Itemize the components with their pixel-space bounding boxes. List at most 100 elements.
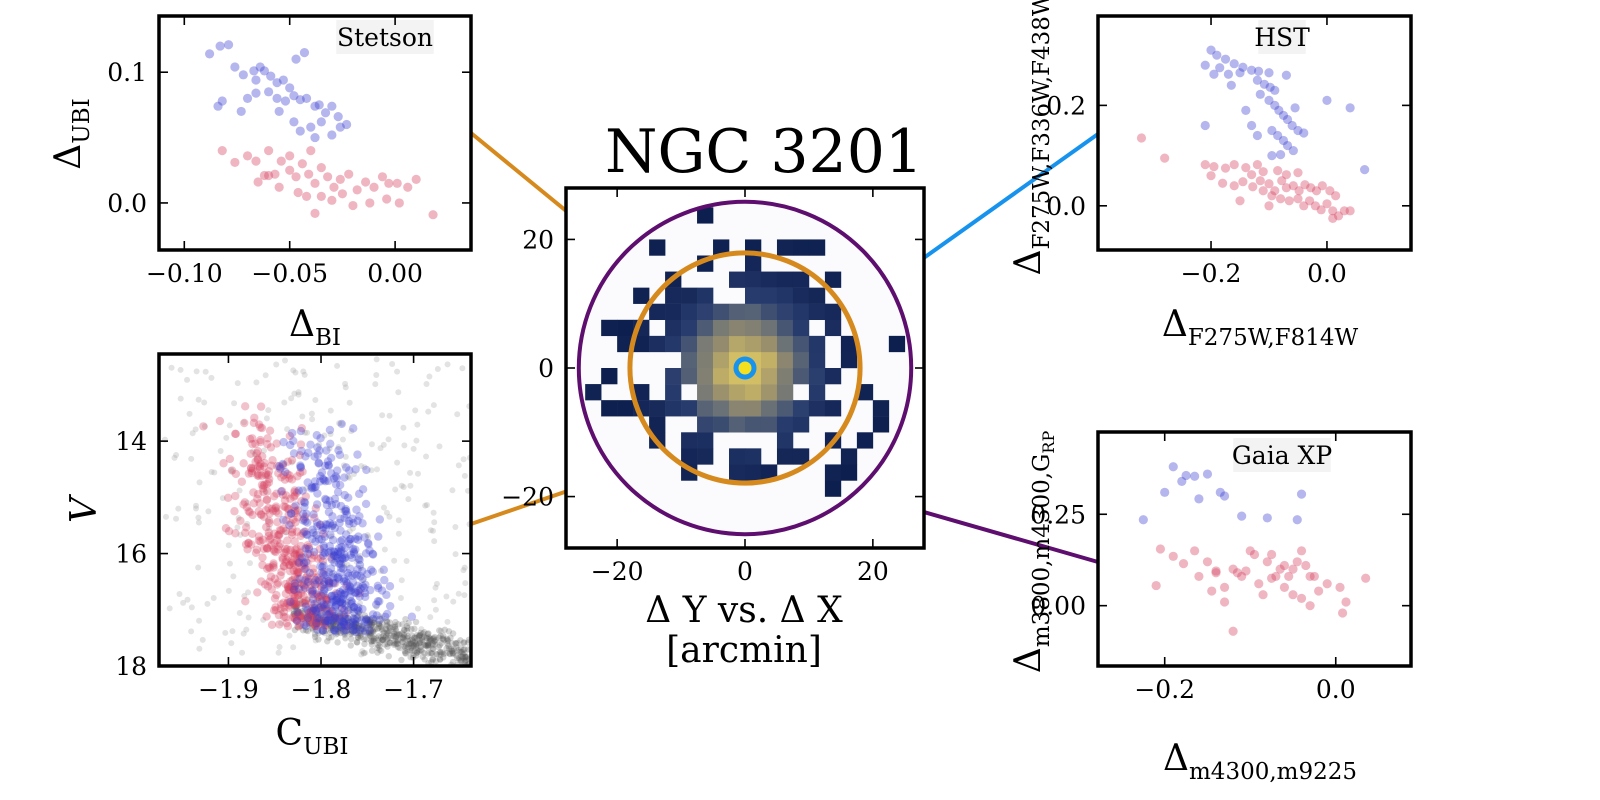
cmd-grey-point <box>460 646 467 654</box>
cmd-grey-point <box>327 622 335 629</box>
cmd-grey-point <box>310 606 317 613</box>
cmd-first-gen-point <box>258 484 268 493</box>
cmd-second-gen-point <box>339 618 349 627</box>
hst-label: HST <box>1254 23 1310 52</box>
cmd-first-gen-point <box>301 573 311 582</box>
cmd-second-gen-point <box>337 616 347 626</box>
map-heatmap-cell <box>681 368 698 385</box>
cmd-field-point <box>360 576 367 583</box>
cmd-grey-point <box>446 650 453 657</box>
cmd-second-gen-point <box>325 541 334 551</box>
cmd-grey-point <box>327 624 335 632</box>
cmd-first-gen-point <box>309 614 318 623</box>
cmd-field-point <box>230 573 237 580</box>
cmd-grey-point <box>310 611 318 618</box>
cmd-field-point <box>225 542 232 549</box>
cmd-grey-point <box>436 642 443 649</box>
cmd-field-point <box>356 583 363 590</box>
map-heatmap-cell <box>633 335 650 353</box>
cmd-grey-point <box>419 636 426 643</box>
cmd-field-point <box>211 469 218 476</box>
cmd-grey-point <box>366 620 374 627</box>
stetson-point <box>213 101 223 111</box>
hst-point <box>1264 68 1274 78</box>
cmd-first-gen-point <box>295 551 305 560</box>
cmd-grey-point <box>315 613 322 621</box>
map-ytick-label: 0 <box>538 354 554 383</box>
cmd-grey-point <box>365 621 373 629</box>
cmd-grey-point <box>404 624 411 632</box>
cmd-grey-point <box>314 619 322 626</box>
cmd-first-gen-point <box>281 516 291 525</box>
cmd-grey-point <box>389 623 397 631</box>
cmd-field-point <box>432 606 439 613</box>
cmd-grey-point <box>445 645 453 652</box>
cmd-grey-point <box>363 616 371 624</box>
cmd-second-gen-point <box>356 584 365 594</box>
cmd-grey-point <box>432 636 440 644</box>
cmd-field-point <box>394 368 401 375</box>
cmd-field-point <box>368 467 375 474</box>
gaia-point <box>1138 515 1148 525</box>
cmd-field-point <box>291 390 298 397</box>
cmd-first-gen-point <box>258 452 267 461</box>
hst-point <box>1275 194 1286 204</box>
cmd-second-gen-point <box>353 516 362 526</box>
cmd-grey-point <box>369 627 377 635</box>
stetson-xlabel: ΔBI <box>289 304 341 351</box>
cmd-second-gen-point <box>346 599 356 609</box>
cmd-grey-point <box>426 637 434 644</box>
cmd-first-gen-point <box>269 606 279 615</box>
cmd-grey-point <box>398 656 405 664</box>
cmd-first-gen-point <box>294 558 304 567</box>
cmd-second-gen-point <box>340 588 350 598</box>
cmd-first-gen-point <box>308 606 317 615</box>
cmd-first-gen-point <box>257 480 267 490</box>
cmd-second-gen-point <box>331 627 340 636</box>
stetson-point <box>230 157 240 168</box>
cmd-field-point <box>373 603 380 610</box>
cmd-first-gen-point <box>236 516 245 526</box>
cmd-grey-point <box>323 617 331 624</box>
map-heatmap-cell <box>776 287 794 304</box>
cmd-first-gen-point <box>264 562 273 572</box>
cmd-field-point <box>426 373 433 380</box>
cmd-grey-point <box>387 634 395 642</box>
cmd-grey-point <box>360 649 367 657</box>
cmd-second-gen-point <box>313 489 322 498</box>
cmd-first-gen-point <box>291 587 301 596</box>
cmd-field-point <box>348 428 355 435</box>
stetson-frame <box>157 14 473 252</box>
stetson-point <box>280 96 291 106</box>
cmd-second-gen-point <box>326 453 336 463</box>
cmd-grey-point <box>345 604 353 612</box>
cmd-first-gen-point <box>290 508 300 518</box>
cmd-grey-point <box>406 637 414 644</box>
cmd-second-gen-point <box>324 582 334 592</box>
map-heatmap-cell <box>776 400 794 417</box>
cmd-second-gen-point <box>298 516 308 525</box>
hst-point <box>1209 162 1219 172</box>
cmd-field-point <box>353 558 360 565</box>
cmd-grey-point <box>367 629 375 637</box>
hst-point <box>1264 95 1274 105</box>
cmd-first-gen-point <box>240 498 250 507</box>
cmd-field-point <box>245 614 252 621</box>
cmd-grey-point <box>449 658 457 666</box>
cmd-second-gen-point <box>377 586 387 595</box>
cmd-grey-point <box>371 625 378 633</box>
cmd-field-point <box>236 487 243 494</box>
cmd-grey-point <box>305 612 312 619</box>
cmd-field-point <box>359 648 366 655</box>
cmd-field-point <box>290 644 297 651</box>
cmd-second-gen-point <box>307 484 316 493</box>
cmd-second-gen-point <box>300 527 309 537</box>
stetson-point <box>272 78 282 88</box>
cmd-grey-point <box>424 640 432 647</box>
cmd-grey-point <box>368 621 375 628</box>
cmd-first-gen-point <box>332 614 341 624</box>
stetson-point <box>264 146 274 156</box>
cmd-first-gen-point <box>289 502 299 512</box>
cmd-first-gen-point <box>289 515 298 524</box>
cmd-second-gen-point <box>312 530 321 540</box>
